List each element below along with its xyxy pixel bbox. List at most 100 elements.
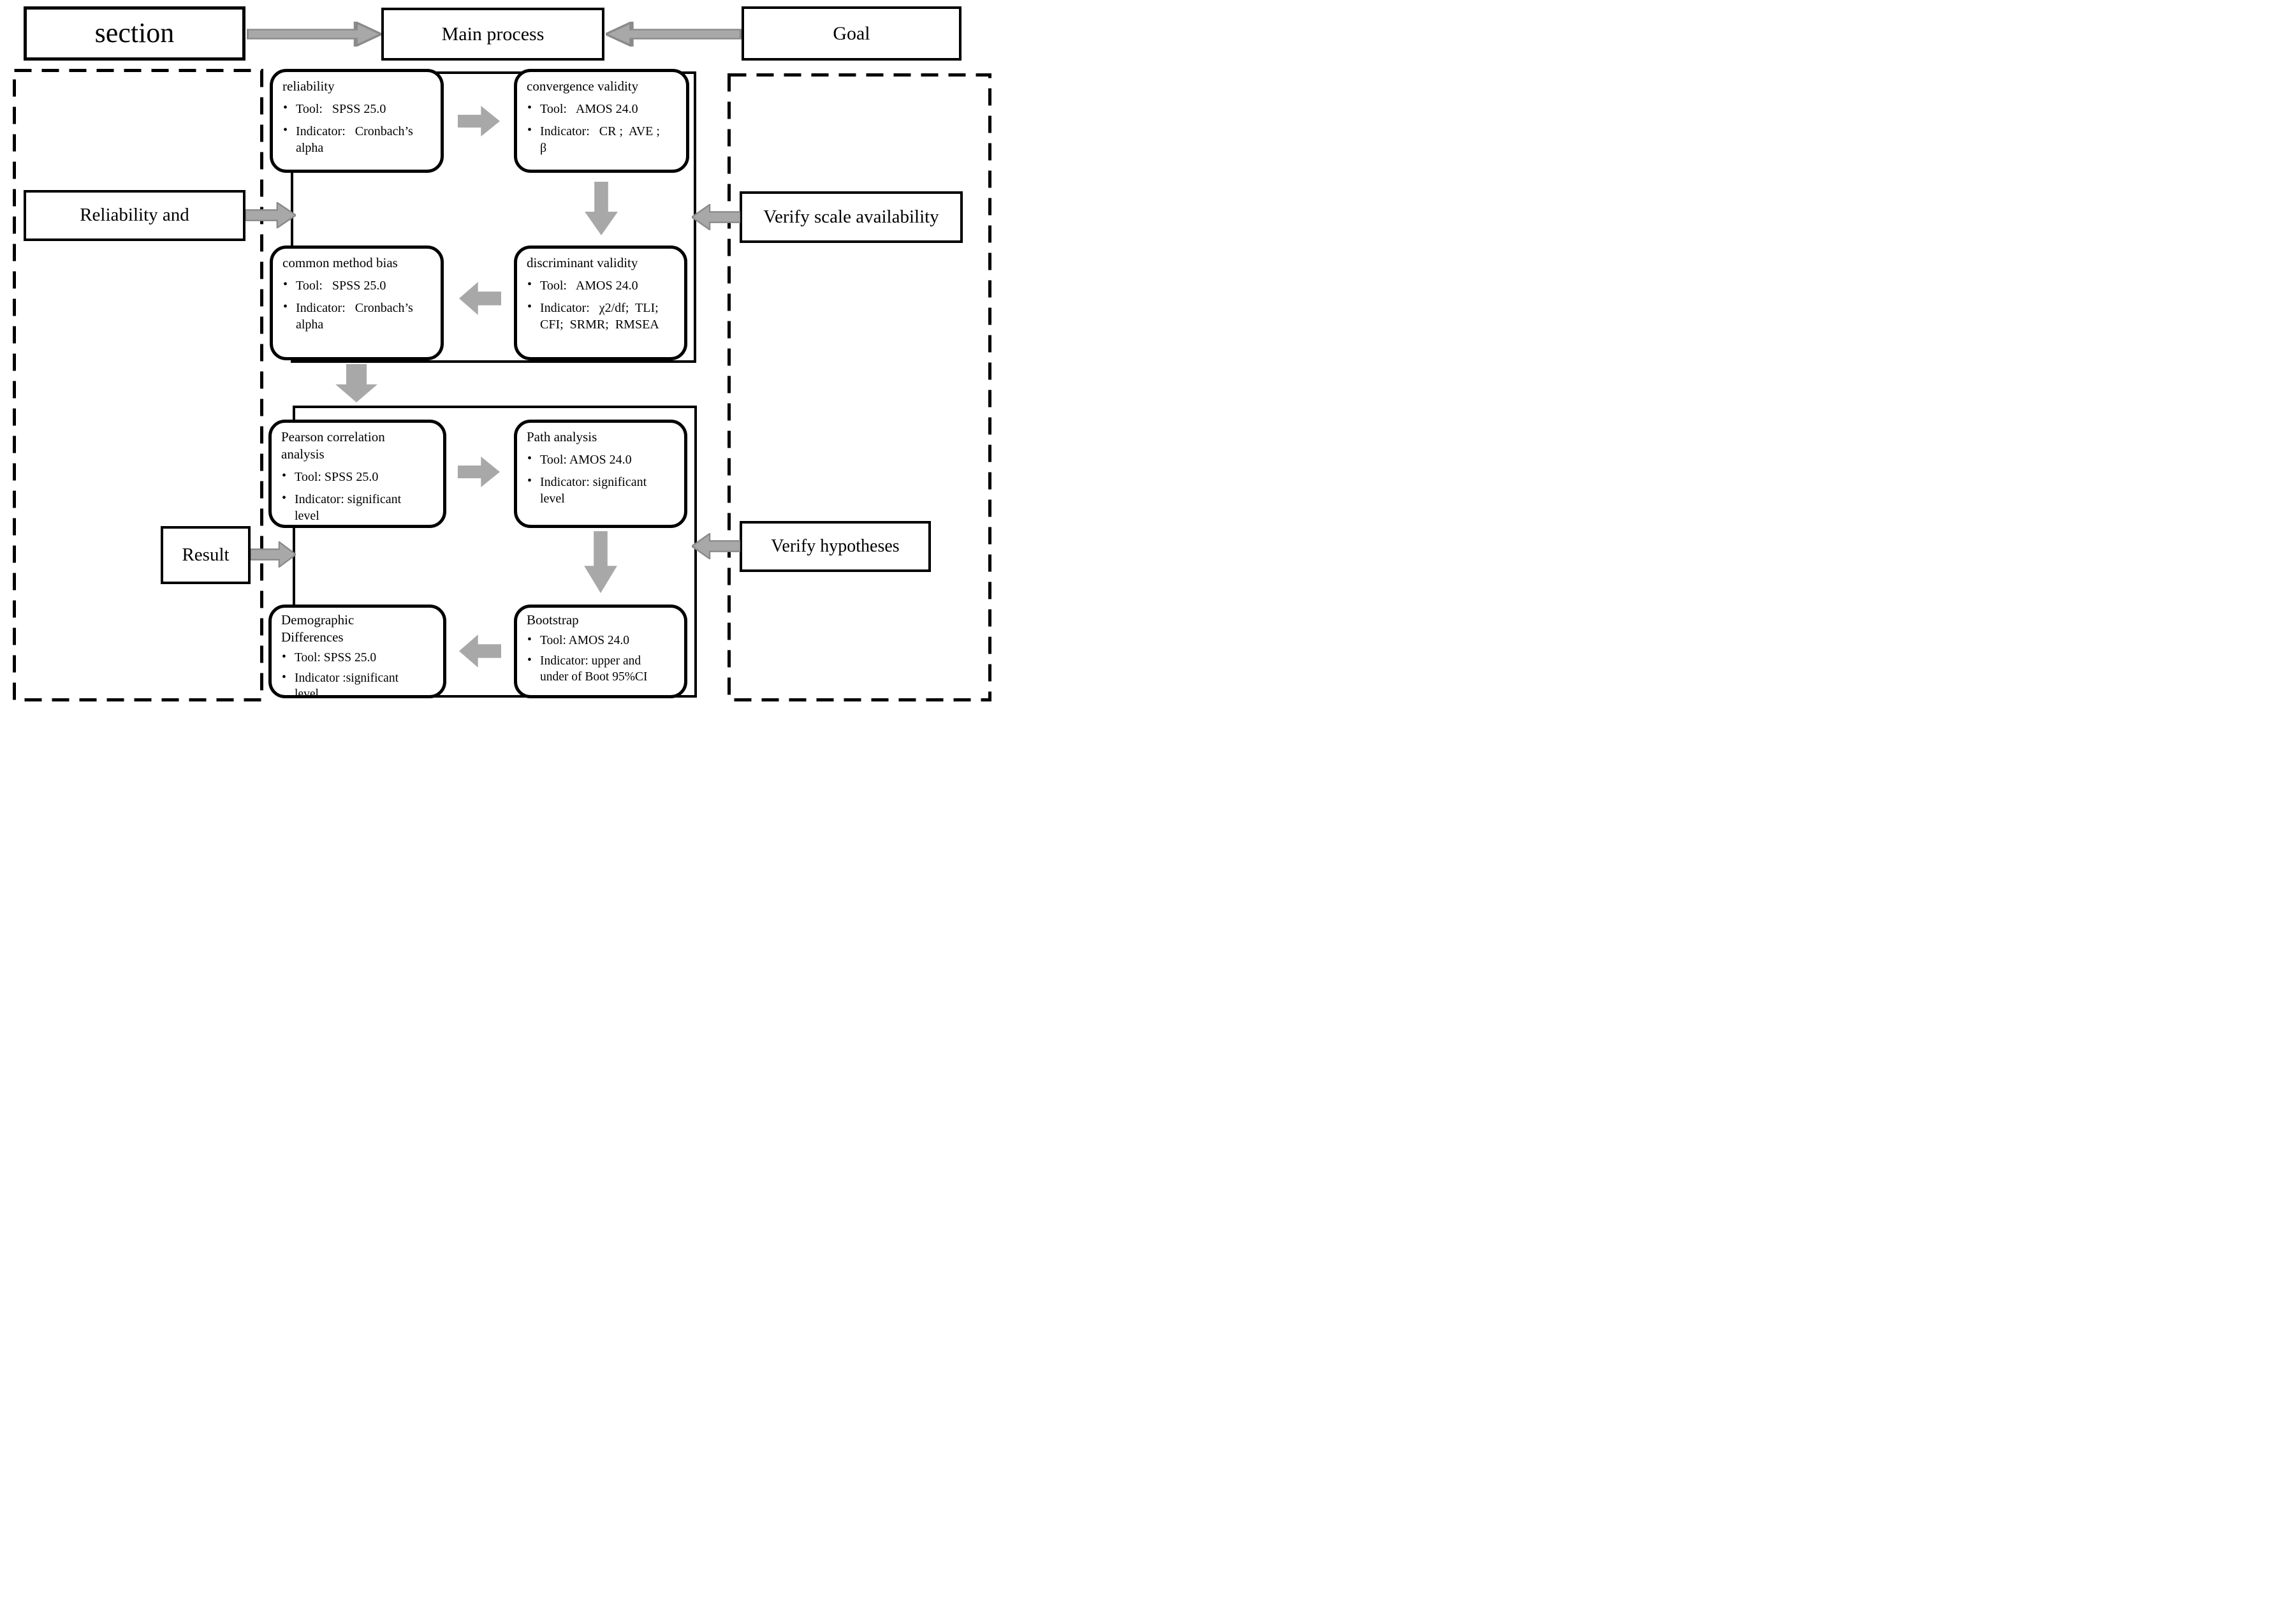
bullet-item: • Indicator: Cronbach’s alpha	[282, 300, 435, 333]
header-section-label: section	[94, 17, 175, 49]
arrow-convergence-to-discriminant-icon	[585, 182, 618, 235]
box-title-line: Bootstrap	[527, 612, 579, 627]
box-title: Path analysis	[527, 429, 679, 446]
header-main-process-label: Main process	[441, 24, 545, 45]
section-column-dashed-frame	[13, 69, 263, 701]
bullet-line: level	[540, 492, 565, 506]
bullet-dot-icon: •	[527, 300, 532, 314]
bullet-dot-icon: •	[527, 277, 532, 291]
bullet-line: level	[295, 687, 319, 698]
bullet-dot-icon: •	[282, 670, 286, 684]
header-box-goal: Goal	[742, 6, 962, 61]
bullet-line: alpha	[296, 318, 324, 332]
bullet-item: • Tool: SPSS 25.0	[282, 277, 435, 295]
process-box-path-analysis: Path analysis • Tool: AMOS 24.0 • Indica…	[514, 420, 687, 528]
bullet-item: • Indicator: Cronbach’s alpha	[282, 123, 435, 156]
bullet-item: • Indicator: upper and under of Boot 95%…	[527, 654, 679, 686]
box-title-line: Pearson correlation	[281, 429, 385, 444]
result-label: Result	[182, 544, 230, 565]
bullet-line: Indicator: significant	[540, 475, 647, 490]
verify-scale-label: Verify scale availability	[763, 206, 939, 227]
bullet-line: Tool: AMOS 24.0	[540, 101, 638, 116]
bullet-line: Indicator: Cronbach’s	[296, 301, 413, 316]
bullet-dot-icon: •	[282, 650, 286, 664]
bullet-line: β	[540, 141, 547, 156]
arrow-reliability-and-to-process-icon	[245, 202, 296, 228]
bullet-line: Indicator: CR ; AVE ;	[540, 124, 660, 139]
bullet-dot-icon: •	[527, 474, 532, 488]
box-title: Pearson correlation analysis	[281, 429, 438, 463]
arrow-reliability-to-convergence-icon	[458, 106, 500, 136]
flowchart-canvas: section Main process Goal Reliability an…	[0, 0, 1000, 706]
bullet-item: • Tool: AMOS 24.0	[527, 101, 681, 118]
verify-hypotheses-label: Verify hypotheses	[771, 536, 900, 556]
header-goal-label: Goal	[833, 23, 870, 44]
bullet-line: Tool: SPSS 25.0	[296, 278, 386, 293]
bullet-dot-icon: •	[283, 100, 288, 115]
box-title-line: Path analysis	[527, 429, 597, 444]
bullet-item: • Indicator: significant level	[281, 491, 438, 524]
bullet-item: • Tool: SPSS 25.0	[281, 469, 438, 486]
process-box-pearson-correlation: Pearson correlation analysis • Tool: SPS…	[268, 420, 446, 528]
box-title-line: Demographic	[281, 612, 355, 627]
arrow-verify-hypotheses-to-process-icon	[692, 533, 740, 559]
arrow-pearson-to-path-icon	[458, 457, 500, 487]
bullet-line: level	[295, 508, 319, 523]
process-box-demographic-differences: Demographic Differences • Tool: SPSS 25.…	[268, 605, 446, 698]
bullet-item: • Tool: SPSS 25.0	[281, 650, 438, 666]
bullet-line: alpha	[296, 141, 324, 156]
bullet-dot-icon: •	[283, 300, 288, 314]
bullet-line: Indicator :significant	[295, 671, 399, 685]
bullet-line: Tool: AMOS 24.0	[540, 633, 630, 647]
bullet-dot-icon: •	[527, 123, 532, 138]
bullet-item: • Indicator: CR ; AVE ; β	[527, 123, 681, 156]
bullet-item: • Tool: AMOS 24.0	[527, 277, 679, 295]
arrow-result-to-process-icon	[251, 541, 296, 568]
bullet-dot-icon: •	[282, 491, 287, 506]
bullet-line: CFI; SRMR; RMSEA	[540, 318, 659, 332]
bullet-line: Indicator: significant	[295, 492, 402, 507]
box-title-line: discriminant validity	[527, 255, 638, 270]
arrow-section-to-main-process-icon	[247, 22, 381, 47]
box-title: discriminant validity	[527, 254, 679, 272]
bullet-item: • Tool: AMOS 24.0	[527, 451, 679, 469]
bullet-dot-icon: •	[283, 277, 288, 291]
goal-box-verify-scale-availability: Verify scale availability	[740, 191, 963, 243]
process-box-common-method-bias: common method bias • Tool: SPSS 25.0 • I…	[270, 246, 444, 360]
process-box-convergence-validity: convergence validity • Tool: AMOS 24.0 •…	[514, 69, 689, 173]
bullet-item: • Indicator: χ2/df; TLI; CFI; SRMR; RMSE…	[527, 300, 679, 333]
bullet-item: • Indicator :significant level	[281, 670, 438, 698]
box-title: common method bias	[282, 254, 435, 272]
bullet-line: under of Boot 95%CI	[540, 670, 648, 684]
box-title-line: analysis	[281, 446, 325, 462]
goal-column-dashed-frame	[728, 73, 991, 701]
bullet-line: Tool: SPSS 25.0	[295, 650, 377, 664]
bullet-dot-icon: •	[527, 653, 532, 667]
bullet-dot-icon: •	[527, 100, 532, 115]
header-box-main-process: Main process	[381, 8, 604, 61]
bullet-item: • Indicator: significant level	[527, 474, 679, 507]
box-title: Demographic Differences	[281, 612, 438, 646]
bullet-dot-icon: •	[283, 123, 288, 138]
bullet-line: Indicator: upper and	[540, 654, 641, 668]
bullet-item: • Tool: AMOS 24.0	[527, 633, 679, 649]
bullet-dot-icon: •	[282, 468, 287, 483]
box-title: reliability	[282, 78, 435, 95]
arrow-path-to-bootstrap-icon	[584, 531, 617, 593]
bullet-line: Tool: SPSS 25.0	[296, 101, 386, 116]
arrow-verify-scale-to-process-icon	[692, 204, 740, 230]
box-title: convergence validity	[527, 78, 681, 95]
bullet-line: Tool: AMOS 24.0	[540, 278, 638, 293]
goal-box-verify-hypotheses: Verify hypotheses	[740, 521, 931, 572]
arrow-goal-to-main-process-icon	[606, 22, 742, 47]
arrow-discriminant-to-common-bias-icon	[459, 282, 501, 315]
box-title-line: common method bias	[282, 255, 398, 270]
arrow-stage1-to-stage2-icon	[335, 364, 377, 402]
reliability-and-label: Reliability and	[80, 205, 189, 226]
bullet-dot-icon: •	[527, 451, 532, 466]
bullet-line: Indicator: χ2/df; TLI;	[540, 301, 659, 316]
section-box-result: Result	[161, 526, 251, 584]
box-title-line: reliability	[282, 78, 335, 94]
box-title-line: Differences	[281, 629, 344, 645]
bullet-dot-icon: •	[527, 633, 532, 647]
